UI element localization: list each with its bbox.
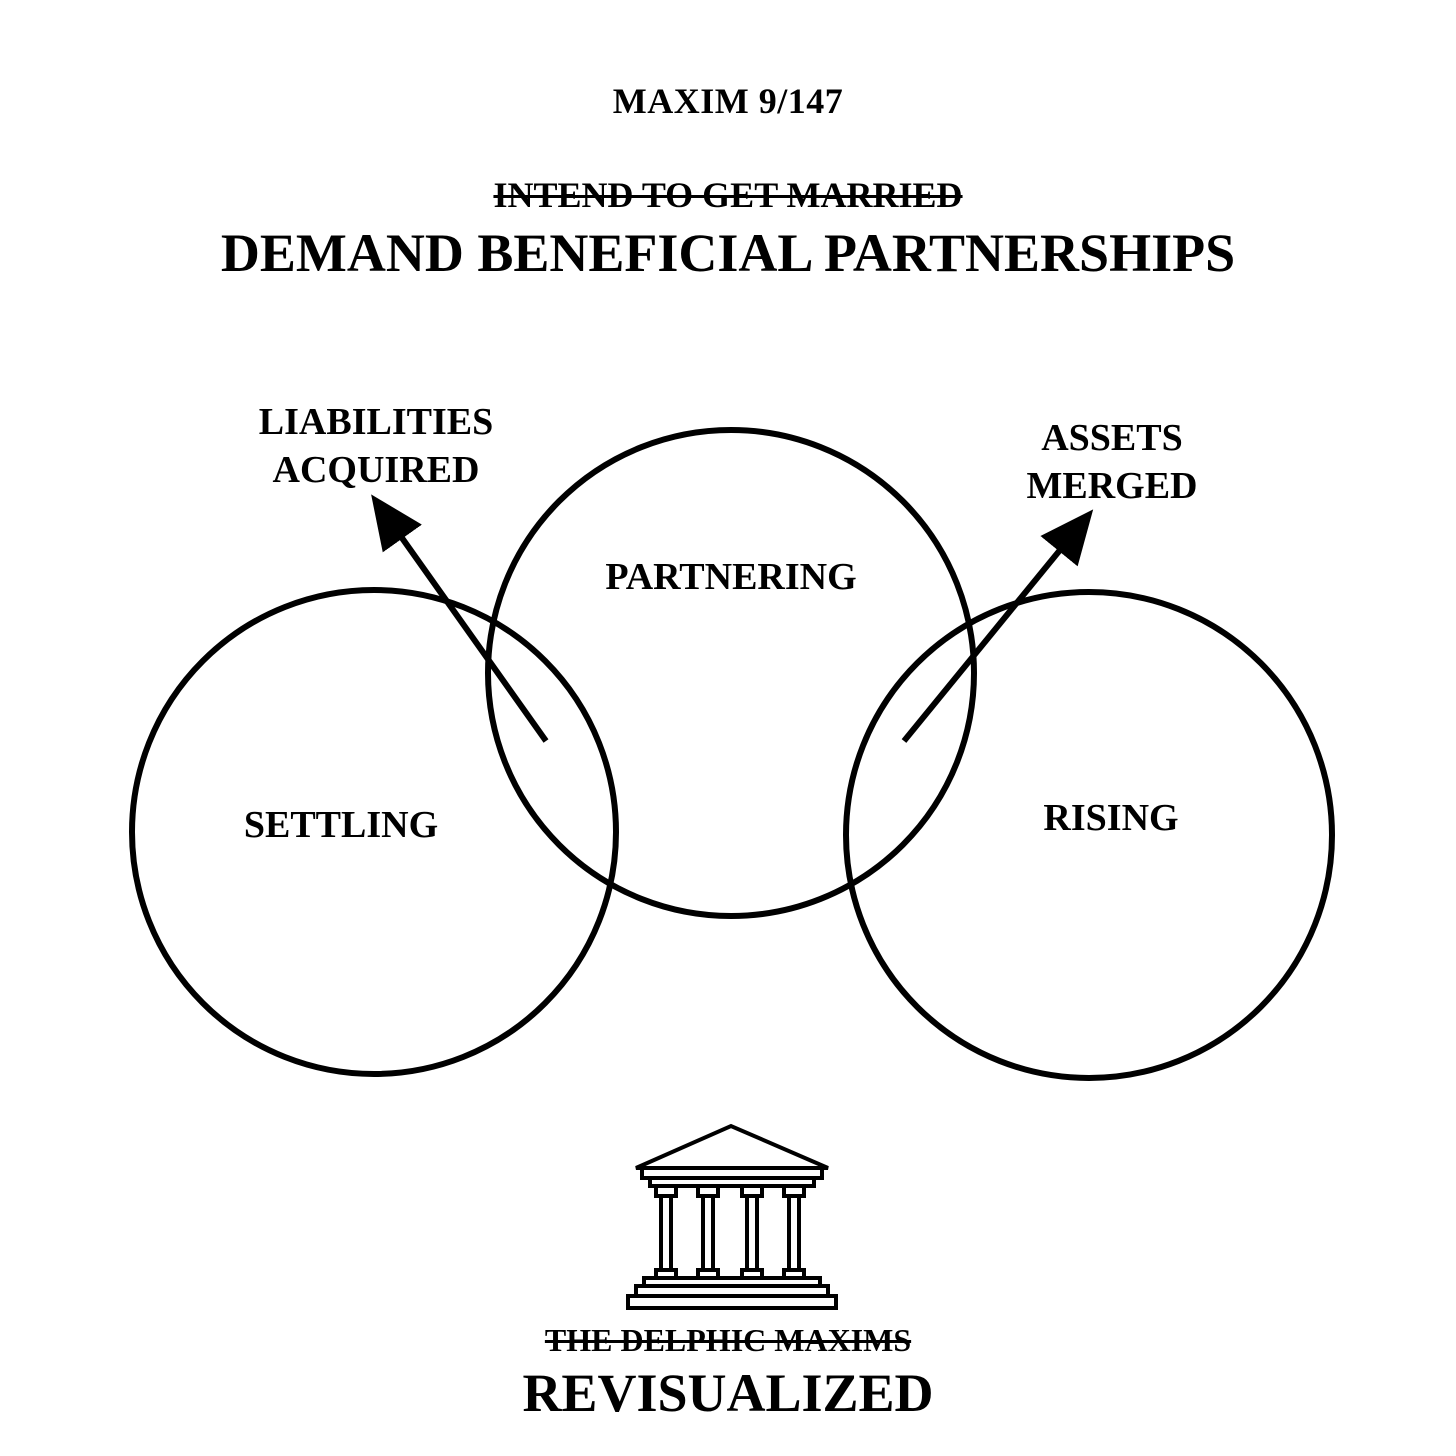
label-assets: ASSETS bbox=[1041, 417, 1183, 459]
label-settling: SETTLING bbox=[244, 804, 438, 846]
circle-rising bbox=[843, 589, 1335, 1081]
circle-partnering bbox=[485, 427, 977, 919]
page-title: DEMAND BENEFICIAL PARTNERSHIPS bbox=[220, 223, 1236, 283]
label-rising: RISING bbox=[1043, 797, 1178, 839]
series-title: REVISUALIZED bbox=[522, 1363, 934, 1423]
temple-icon bbox=[626, 1123, 838, 1310]
circle-settling bbox=[129, 587, 619, 1077]
struck-series-title: THE DELPHIC MAXIMS bbox=[544, 1322, 912, 1358]
label-liabilities: LIABILITIES bbox=[259, 401, 493, 443]
label-partnering: PARTNERING bbox=[605, 556, 856, 598]
label-acquired: ACQUIRED bbox=[273, 449, 480, 491]
arrow-liabilities bbox=[371, 494, 549, 743]
arrow-assets bbox=[901, 509, 1094, 743]
struck-original-title: INTEND TO GET MARRIED bbox=[493, 175, 963, 215]
label-merged: MERGED bbox=[1027, 465, 1198, 507]
maxim-counter: MAXIM 9/147 bbox=[612, 81, 844, 121]
